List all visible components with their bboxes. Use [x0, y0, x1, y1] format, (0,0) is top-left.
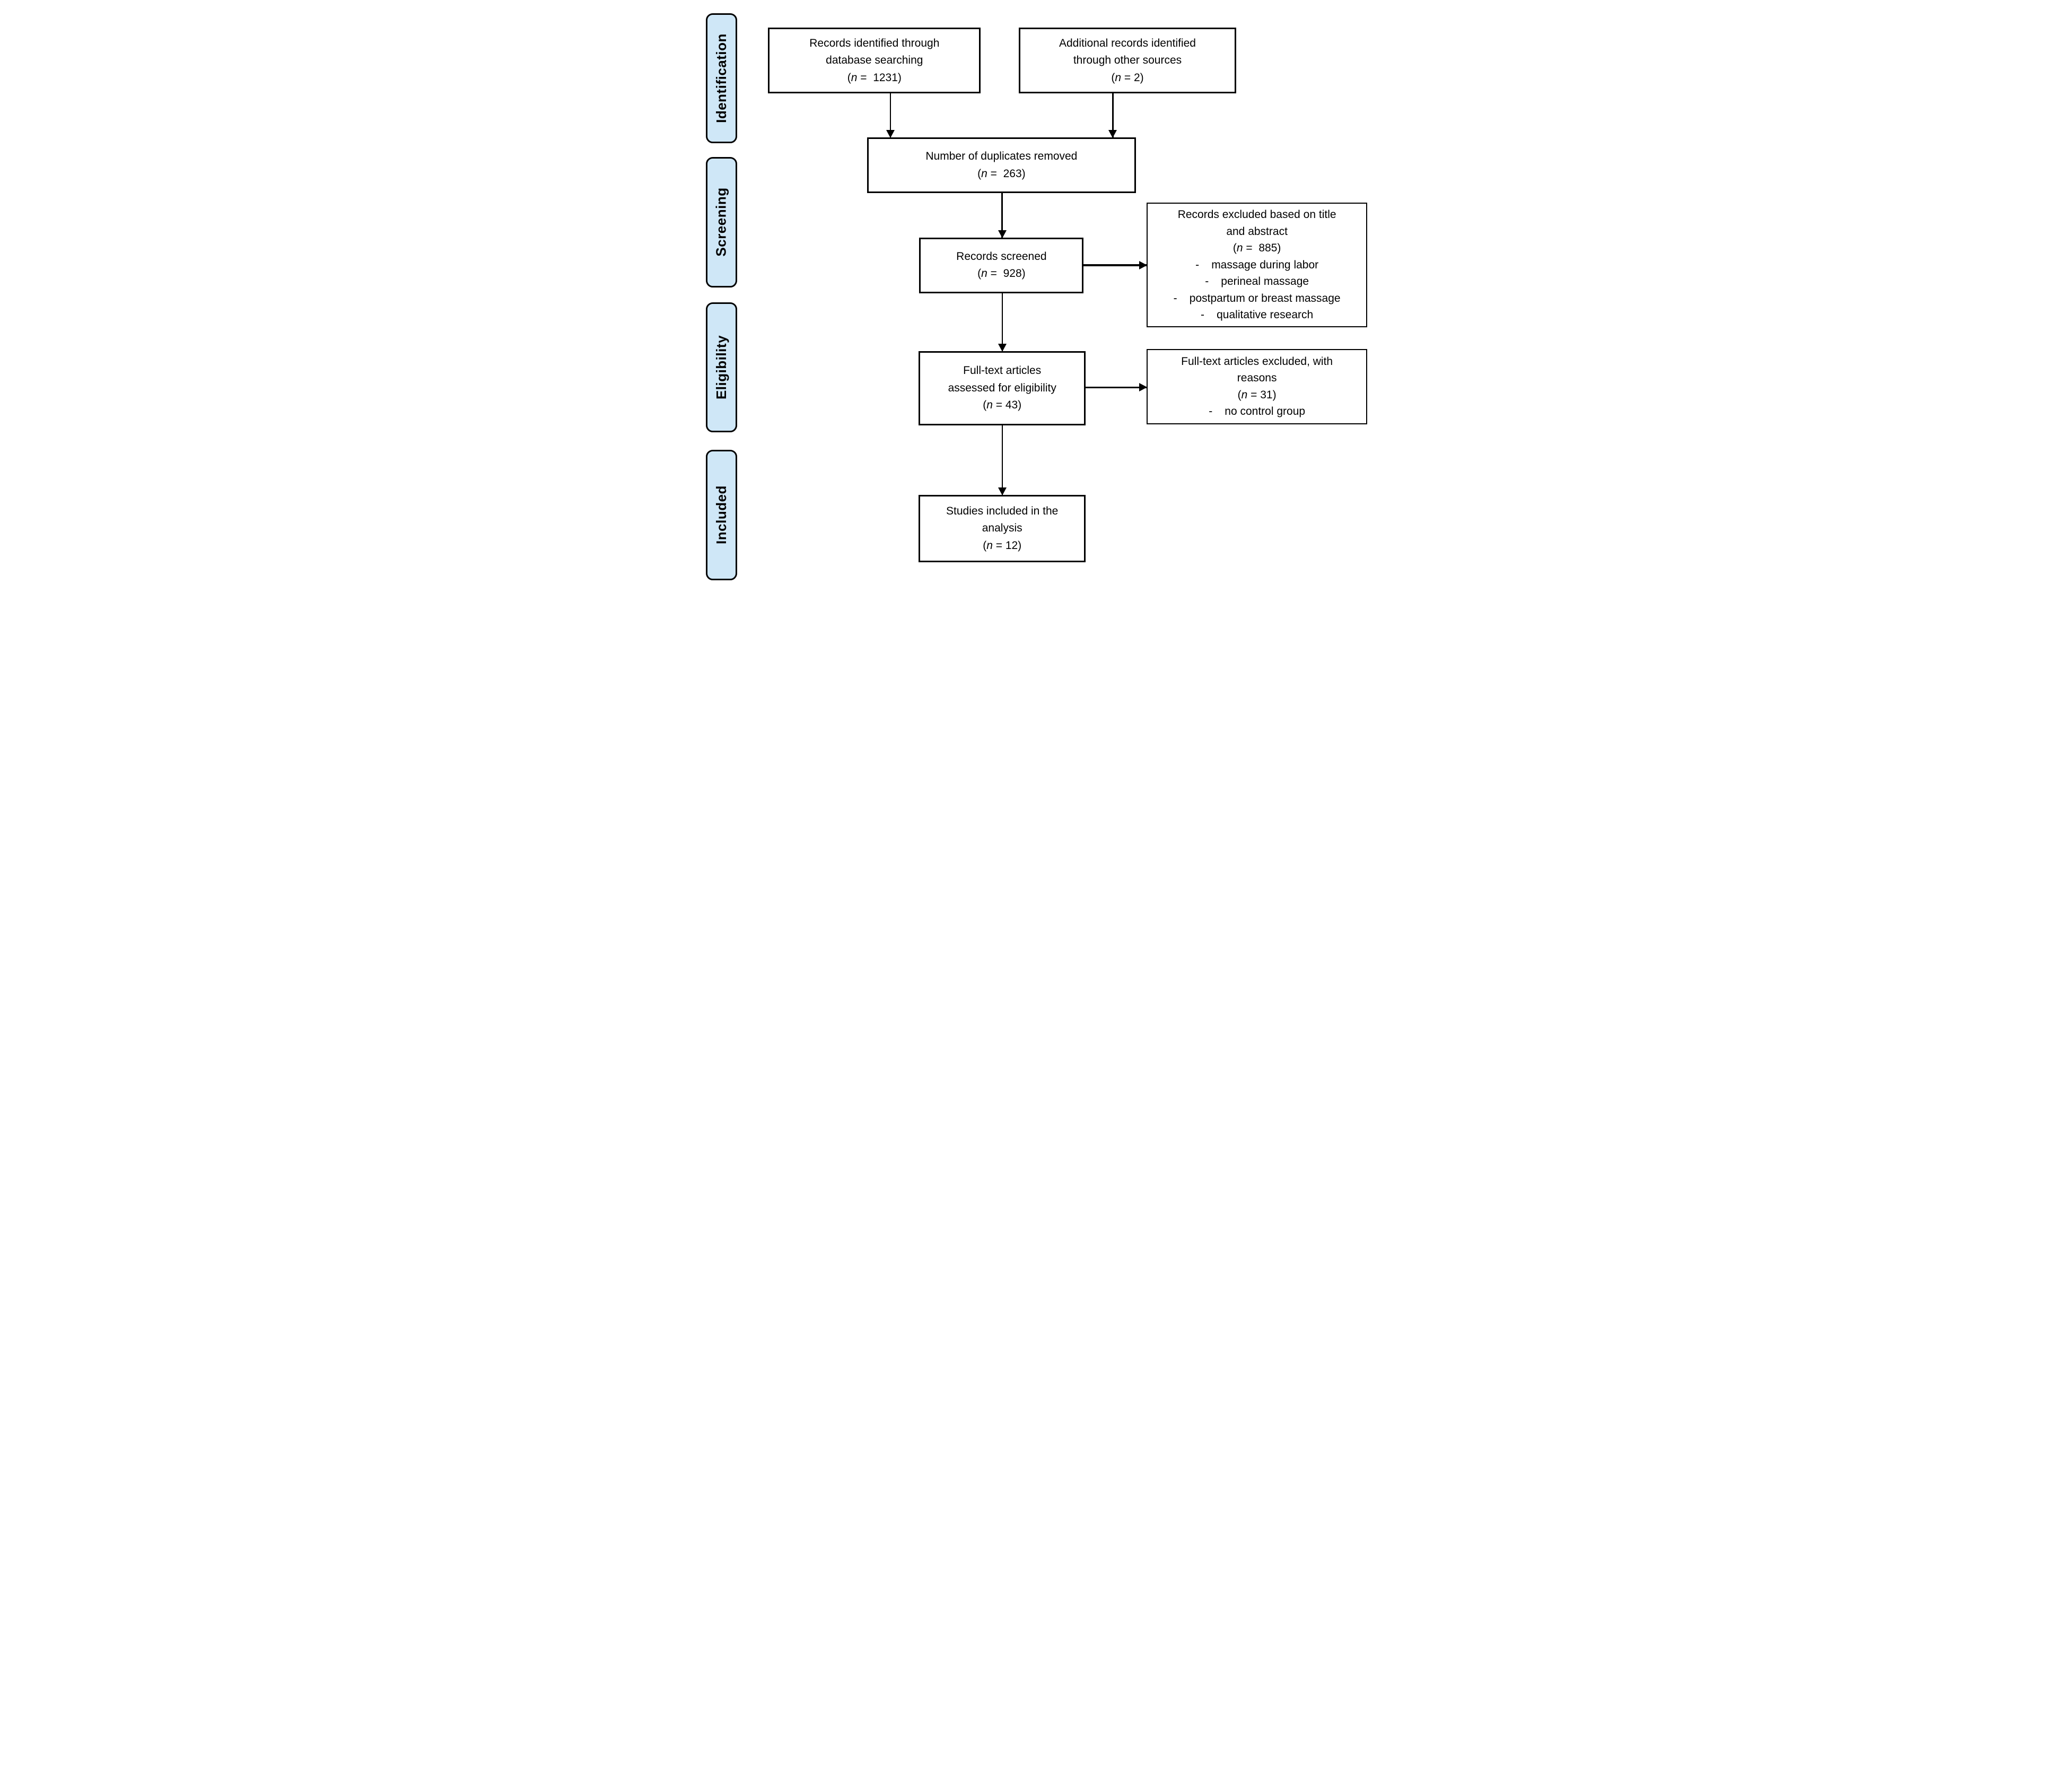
stage-screening: Screening — [706, 157, 737, 287]
n-count: (n = 43) — [983, 399, 1022, 412]
arrow-fulltext-to-included — [1001, 424, 1003, 495]
arrow-fulltext-to-excluded — [1085, 386, 1147, 389]
excluded-reason: -no control group — [1209, 405, 1306, 418]
n-count: (n = 885) — [1232, 242, 1281, 255]
box-line: Records screened — [956, 250, 1047, 263]
n-count: (n = 1231) — [847, 71, 902, 84]
arrow-screened-to-fulltext — [1001, 292, 1003, 352]
n-count: (n = 928) — [977, 267, 1026, 280]
box-line: through other sources — [1073, 54, 1182, 67]
box-additional-records: Additional records identified through ot… — [1018, 28, 1237, 94]
excluded-reason: -qualitative research — [1201, 309, 1314, 321]
stage-identification-label: Identification — [713, 33, 729, 123]
stage-included-label: Included — [713, 485, 729, 545]
n-count: (n = 2) — [1111, 71, 1144, 84]
box-line: Full-text articles excluded, with — [1181, 355, 1333, 368]
box-line: reasons — [1237, 372, 1277, 385]
box-line: analysis — [982, 522, 1022, 535]
box-fulltext-assessed: Full-text articles assessed for eligibil… — [919, 351, 1086, 425]
box-line: Number of duplicates removed — [925, 150, 1078, 163]
box-line: assessed for eligibility — [948, 381, 1056, 394]
arrow-duplicates-to-screened — [1001, 193, 1003, 239]
box-records-excluded: Records excluded based on title and abst… — [1146, 203, 1368, 327]
stage-included: Included — [706, 449, 737, 580]
box-line: database searching — [826, 54, 923, 67]
n-count: (n = 31) — [1237, 388, 1277, 401]
excluded-reason: -massage during labor — [1195, 258, 1319, 271]
excluded-reason: -perineal massage — [1205, 275, 1309, 288]
prisma-flow-diagram: Identification Screening Eligibility Inc… — [690, 0, 1382, 592]
arrow-identified-to-duplicates — [889, 93, 891, 138]
box-line: Full-text articles — [963, 364, 1042, 377]
box-records-identified: Records identified through database sear… — [768, 28, 981, 94]
n-count: (n = 12) — [983, 539, 1022, 552]
box-line: Studies included in the — [946, 504, 1059, 517]
box-line: Records excluded based on title — [1177, 208, 1336, 221]
stage-identification: Identification — [706, 13, 737, 144]
stage-eligibility: Eligibility — [706, 302, 737, 433]
arrow-additional-to-duplicates — [1112, 93, 1114, 138]
box-duplicates-removed: Number of duplicates removed (n = 263) — [867, 137, 1136, 194]
stage-eligibility-label: Eligibility — [713, 335, 729, 400]
box-studies-included: Studies included in the analysis (n = 12… — [919, 494, 1086, 563]
box-line: Records identified through — [809, 37, 940, 49]
box-line: Additional records identified — [1059, 37, 1196, 49]
box-line: and abstract — [1226, 225, 1288, 238]
box-fulltext-excluded: Full-text articles excluded, with reason… — [1146, 348, 1368, 424]
box-records-screened: Records screened (n = 928) — [919, 237, 1084, 293]
n-count: (n = 263) — [977, 167, 1026, 180]
excluded-reason: -postpartum or breast massage — [1173, 292, 1341, 304]
arrow-screened-to-excluded — [1083, 264, 1147, 266]
stage-screening-label: Screening — [713, 187, 729, 257]
